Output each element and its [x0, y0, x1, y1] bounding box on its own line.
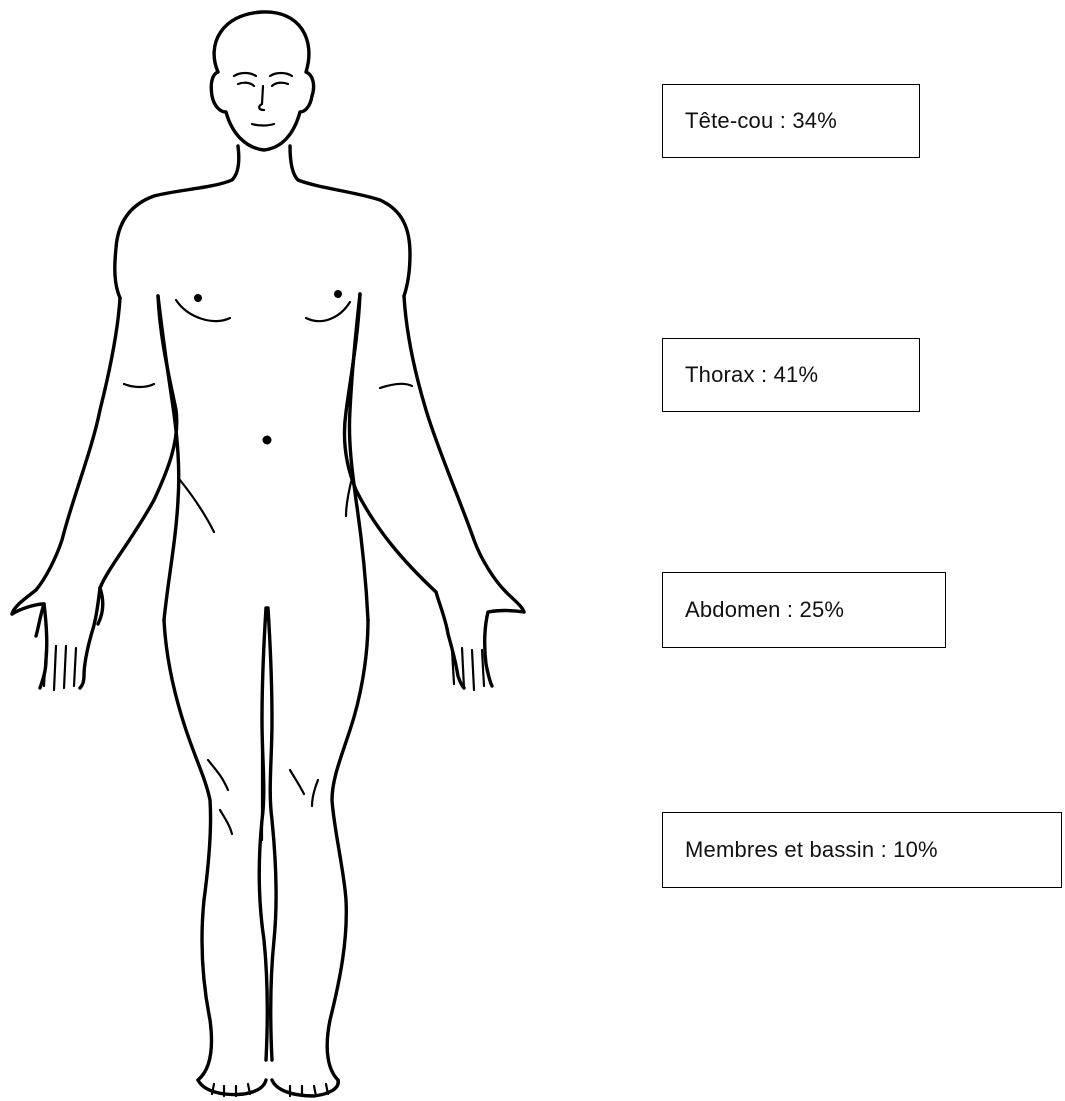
right-leg-outer — [327, 620, 368, 1080]
label-limbs-pelvis-text: Membres et bassin : 10% — [685, 837, 938, 863]
right-elbow-crease — [380, 384, 412, 388]
label-head-neck-text: Tête-cou : 34% — [685, 108, 837, 134]
chest-left — [176, 300, 230, 321]
left-arm-outer — [12, 298, 120, 614]
right-arm-inner — [344, 294, 436, 592]
right-leg-inner — [268, 608, 276, 1060]
right-hand — [436, 592, 524, 688]
neck-left — [115, 146, 239, 298]
label-thorax-text: Thorax : 41% — [685, 362, 818, 388]
label-head-neck: Tête-cou : 34% — [662, 84, 920, 158]
label-abdomen: Abdomen : 25% — [662, 572, 946, 648]
groin-left — [180, 480, 214, 532]
left-elbow-crease — [124, 384, 154, 387]
label-abdomen-text: Abdomen : 25% — [685, 597, 844, 623]
label-limbs-pelvis: Membres et bassin : 10% — [662, 812, 1062, 888]
left-hand — [12, 588, 100, 688]
navel — [263, 436, 272, 445]
groin-right — [346, 478, 352, 516]
left-nipple — [194, 294, 202, 302]
left-leg-inner — [259, 608, 267, 1060]
chest-right — [306, 302, 350, 321]
head-outline — [211, 12, 313, 150]
neck-right — [290, 146, 410, 296]
left-foot — [198, 1080, 266, 1094]
label-thorax: Thorax : 41% — [662, 338, 920, 412]
human-body-outline — [0, 0, 540, 1101]
torso-right-side — [349, 294, 368, 620]
left-fingers — [44, 646, 76, 690]
right-knee — [290, 770, 318, 806]
torso-left-side — [158, 296, 179, 620]
left-arm-inner — [100, 296, 177, 588]
right-nipple — [334, 290, 342, 298]
left-leg-outer — [164, 620, 212, 1080]
right-arm-outer — [404, 296, 524, 612]
